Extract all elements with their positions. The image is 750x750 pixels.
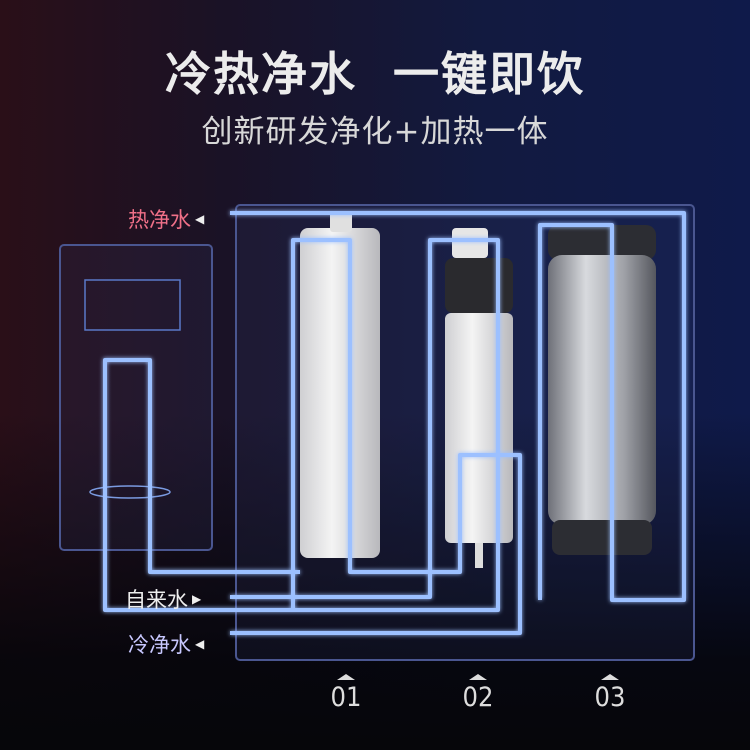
- water-pipes: [103, 211, 686, 635]
- left-arrow-icon: ◀: [195, 212, 205, 226]
- headline-part1: 冷热净水: [165, 47, 357, 101]
- left-arrow-icon: ◀: [195, 637, 205, 651]
- cold-water-label: 冷净水 ◀: [128, 629, 204, 659]
- filter-02: [445, 228, 513, 568]
- tap-water-label: 自来水 ▶: [125, 584, 201, 614]
- filter-number-text: 01: [330, 682, 362, 713]
- filter-number-01: 01: [326, 674, 366, 713]
- hot-water-text: 热净水: [128, 208, 191, 232]
- caret-icon: [601, 674, 619, 680]
- side-tank: [59, 244, 213, 551]
- headline: 冷热净水一键即饮: [0, 38, 750, 104]
- headline-part2: 一键即饮: [393, 47, 585, 101]
- filter-number-02: 02: [458, 674, 498, 713]
- filter-number-text: 03: [594, 682, 626, 713]
- hot-water-label: 热净水 ◀: [128, 204, 204, 234]
- caret-icon: [469, 674, 487, 680]
- filter-03: [548, 225, 656, 555]
- tap-water-text: 自来水: [125, 588, 188, 612]
- filter-number-text: 02: [462, 682, 494, 713]
- filter-number-03: 03: [590, 674, 630, 713]
- caret-icon: [337, 674, 355, 680]
- filter-01: [300, 212, 380, 558]
- cold-water-text: 冷净水: [128, 633, 191, 657]
- subtitle: 创新研发净化+加热一体: [201, 114, 549, 150]
- right-arrow-icon: ▶: [192, 592, 202, 606]
